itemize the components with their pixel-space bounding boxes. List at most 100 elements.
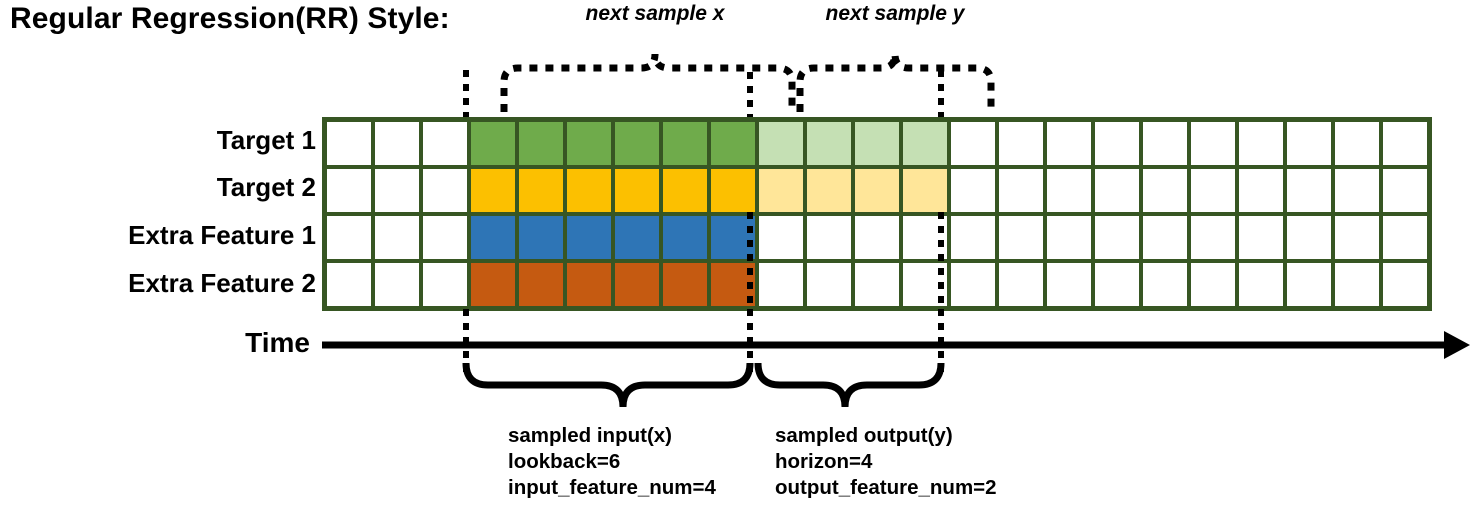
grid-cell-output bbox=[903, 169, 947, 212]
grid-cell-empty bbox=[327, 169, 371, 212]
grid-cell-input bbox=[711, 216, 755, 259]
grid-cell-input bbox=[471, 169, 515, 212]
page-title: Regular Regression(RR) Style: bbox=[10, 2, 450, 35]
grid-cell-input bbox=[567, 122, 611, 165]
grid-cell-empty bbox=[1335, 122, 1379, 165]
grid-cell-empty bbox=[1047, 122, 1091, 165]
grid-row bbox=[327, 216, 1427, 259]
grid-cell-empty bbox=[327, 216, 371, 259]
grid-cell-empty bbox=[1287, 122, 1331, 165]
grid-cell-empty bbox=[759, 263, 803, 306]
grid-cell-empty bbox=[375, 216, 419, 259]
top-brace-input bbox=[500, 53, 796, 112]
annotation-sampled-output: sampled output(y) horizon=4 output_featu… bbox=[775, 423, 997, 501]
grid-cell-empty bbox=[1191, 216, 1235, 259]
grid-cell-output bbox=[759, 122, 803, 165]
row-label-column: Target 1 Target 2 Extra Feature 1 Extra … bbox=[10, 117, 316, 309]
grid-cell-empty bbox=[1143, 169, 1187, 212]
grid-cell-empty bbox=[1047, 263, 1091, 306]
grid-cell-empty bbox=[1383, 122, 1427, 165]
grid-cell-output bbox=[807, 169, 851, 212]
row-label-extra-feature-2: Extra Feature 2 bbox=[128, 268, 316, 298]
grid-cell-input bbox=[471, 122, 515, 165]
timeline-grid bbox=[322, 117, 1432, 311]
grid-cell-empty bbox=[951, 263, 995, 306]
annotation-sampled-input: sampled input(x) lookback=6 input_featur… bbox=[508, 423, 716, 501]
grid-cell-input bbox=[663, 263, 707, 306]
grid-cell-input bbox=[711, 169, 755, 212]
grid-cell-empty bbox=[1095, 122, 1139, 165]
grid-row bbox=[327, 169, 1427, 212]
grid-cell-empty bbox=[1191, 169, 1235, 212]
grid-cell-empty bbox=[1191, 122, 1235, 165]
grid-cell-empty bbox=[1335, 216, 1379, 259]
top-brace-label-next-sample-y: next sample y bbox=[825, 2, 965, 25]
grid-cell-input bbox=[663, 169, 707, 212]
grid-row bbox=[327, 263, 1427, 306]
grid-cell-empty bbox=[1239, 263, 1283, 306]
grid-cell-empty bbox=[1287, 263, 1331, 306]
row-label-extra-feature-1: Extra Feature 1 bbox=[128, 220, 316, 250]
grid-cell-empty bbox=[999, 169, 1043, 212]
grid-cell-empty bbox=[1143, 263, 1187, 306]
grid-cell-input bbox=[471, 263, 515, 306]
grid-cell-input bbox=[567, 263, 611, 306]
grid-cell-output bbox=[759, 169, 803, 212]
grid-cell-input bbox=[711, 263, 755, 306]
grid-cell-empty bbox=[855, 263, 899, 306]
grid-cell-empty bbox=[807, 216, 851, 259]
grid-cell-input bbox=[519, 216, 563, 259]
grid-cell-input bbox=[567, 216, 611, 259]
grid-cell-empty bbox=[1191, 263, 1235, 306]
grid-cell-empty bbox=[423, 216, 467, 259]
time-axis-label: Time bbox=[245, 327, 310, 358]
sampled-output-horizon: horizon=4 bbox=[775, 450, 873, 473]
grid-cell-input bbox=[615, 122, 659, 165]
grid-cell-empty bbox=[1143, 216, 1187, 259]
grid-cell-empty bbox=[1287, 216, 1331, 259]
sampled-input-lookback: lookback=6 bbox=[508, 450, 621, 473]
grid-cell-empty bbox=[951, 169, 995, 212]
grid-cell-empty bbox=[423, 122, 467, 165]
grid-cell-input bbox=[663, 216, 707, 259]
grid-cell-input bbox=[663, 122, 707, 165]
grid-cell-output bbox=[807, 122, 851, 165]
grid-cell-empty bbox=[1239, 169, 1283, 212]
grid-cell-empty bbox=[1239, 216, 1283, 259]
grid-cell-empty bbox=[807, 263, 851, 306]
grid-cell-empty bbox=[1047, 169, 1091, 212]
grid-cell-empty bbox=[951, 122, 995, 165]
row-label-target-2: Target 2 bbox=[216, 172, 316, 202]
sampled-input-featnum: input_feature_num=4 bbox=[508, 476, 716, 499]
grid-cell-empty bbox=[903, 216, 947, 259]
grid-cell-empty bbox=[999, 216, 1043, 259]
grid-cell-input bbox=[471, 216, 515, 259]
grid-cell-empty bbox=[951, 216, 995, 259]
grid-cell-input bbox=[519, 169, 563, 212]
grid-cell-empty bbox=[999, 263, 1043, 306]
time-axis-arrowhead bbox=[1444, 331, 1470, 359]
top-brace-output bbox=[796, 53, 995, 112]
grid-cell-input bbox=[519, 122, 563, 165]
grid-cell-input bbox=[615, 216, 659, 259]
grid-cell-empty bbox=[423, 263, 467, 306]
grid-cell-empty bbox=[1095, 216, 1139, 259]
grid-cell-empty bbox=[855, 216, 899, 259]
bottom-brace-input bbox=[462, 362, 754, 408]
bottom-brace-output bbox=[754, 362, 945, 408]
grid-cell-empty bbox=[1383, 169, 1427, 212]
grid-cell-empty bbox=[903, 263, 947, 306]
grid-cell-empty bbox=[375, 263, 419, 306]
grid-cell-empty bbox=[1335, 263, 1379, 306]
grid-cell-empty bbox=[1239, 122, 1283, 165]
grid-cell-empty bbox=[1383, 263, 1427, 306]
sampled-input-title: sampled input(x) bbox=[508, 424, 673, 447]
grid-cell-input bbox=[567, 169, 611, 212]
grid-cell-empty bbox=[1287, 169, 1331, 212]
grid-cell-input bbox=[711, 122, 755, 165]
grid-cell-empty bbox=[423, 169, 467, 212]
grid-cell-input bbox=[519, 263, 563, 306]
grid-cell-input bbox=[615, 263, 659, 306]
sampled-output-featnum: output_feature_num=2 bbox=[775, 476, 997, 499]
